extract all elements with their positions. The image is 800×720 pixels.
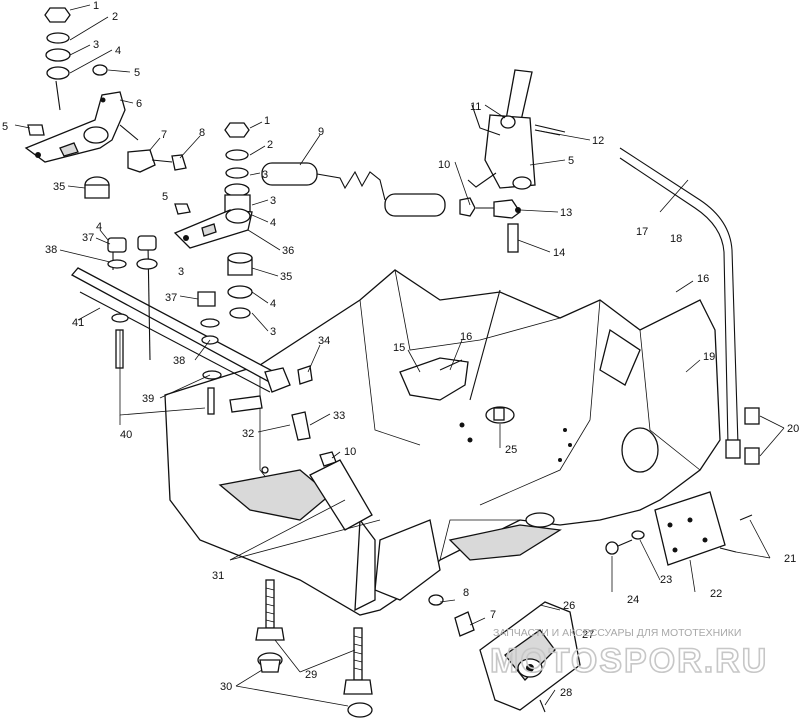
callout-18: 18 xyxy=(670,233,682,245)
callout-26: 26 xyxy=(563,600,575,612)
callout-39: 39 xyxy=(142,393,154,405)
callout-7: 7 xyxy=(490,609,496,621)
callout-8: 8 xyxy=(463,587,469,599)
callout-12: 12 xyxy=(592,135,604,147)
watermark-logo: MOTOSPOR.RU xyxy=(490,642,768,680)
rear-grab-bar xyxy=(619,147,760,465)
watermark-text: ЗАПЧАСТИ И АКСЕССУАРЫ ДЛЯ МОТОТЕХНИКИ xyxy=(493,627,741,639)
callout-9: 9 xyxy=(318,126,324,138)
callout-5: 5 xyxy=(134,67,140,79)
callout-10: 10 xyxy=(438,159,450,171)
callout-38: 38 xyxy=(45,244,57,256)
callout-35: 35 xyxy=(280,271,292,283)
callout-13: 13 xyxy=(560,207,572,219)
callout-5: 5 xyxy=(2,121,8,133)
callout-38: 38 xyxy=(173,355,185,367)
callout-3: 3 xyxy=(262,169,268,181)
callout-34: 34 xyxy=(318,335,330,347)
callout-14: 14 xyxy=(553,247,565,259)
callout-23: 23 xyxy=(660,574,672,586)
callout-4: 4 xyxy=(270,217,276,229)
callout-27: 27 xyxy=(582,629,594,641)
callout-5: 5 xyxy=(568,155,574,167)
callout-36: 36 xyxy=(282,245,294,257)
callout-4: 4 xyxy=(270,298,276,310)
callout-16: 16 xyxy=(460,331,472,343)
callout-3: 3 xyxy=(178,266,184,278)
callout-37: 37 xyxy=(165,292,177,304)
callout-8: 8 xyxy=(199,127,205,139)
callout-3: 3 xyxy=(270,326,276,338)
mounting-bolts xyxy=(255,579,373,718)
callout-4: 4 xyxy=(115,45,121,57)
callout-16: 16 xyxy=(697,273,709,285)
drag-link xyxy=(70,235,373,531)
callout-35: 35 xyxy=(53,181,65,193)
callout-22: 22 xyxy=(710,588,722,600)
callout-40: 40 xyxy=(120,429,132,441)
callout-17: 17 xyxy=(636,226,648,238)
pitman-arm-assembly xyxy=(24,7,187,199)
callout-24: 24 xyxy=(627,594,639,606)
callout-labels: 1 2 3 4 5 6 5 7 8 9 1 2 3 3 4 36 35 4 3 … xyxy=(2,0,799,699)
lower-mount-plate xyxy=(428,594,581,713)
callout-3: 3 xyxy=(93,39,99,51)
tie-rod xyxy=(261,162,521,253)
side-plate xyxy=(605,491,753,566)
callout-1: 1 xyxy=(264,115,270,127)
callout-19: 19 xyxy=(703,351,715,363)
watermark: ЗАПЧАСТИ И АКСЕССУАРЫ ДЛЯ МОТОТЕХНИКИ MO… xyxy=(489,627,768,681)
callout-3: 3 xyxy=(270,195,276,207)
callout-37: 37 xyxy=(82,232,94,244)
callout-1: 1 xyxy=(93,0,99,12)
callout-2: 2 xyxy=(112,11,118,23)
callout-25: 25 xyxy=(505,444,517,456)
callout-29: 29 xyxy=(305,669,317,681)
callout-28: 28 xyxy=(560,687,572,699)
callout-7: 7 xyxy=(161,129,167,141)
steering-column xyxy=(467,69,566,190)
callout-31: 31 xyxy=(212,570,224,582)
callout-11: 11 xyxy=(470,101,481,113)
callout-2: 2 xyxy=(267,139,273,151)
callout-4: 4 xyxy=(96,221,102,233)
callout-32: 32 xyxy=(242,428,254,440)
callout-20: 20 xyxy=(787,423,799,435)
callout-33: 33 xyxy=(333,410,345,422)
main-frame xyxy=(164,269,721,616)
callout-10: 10 xyxy=(344,446,356,458)
callout-5: 5 xyxy=(162,191,168,203)
callout-21: 21 xyxy=(784,553,796,565)
idler-arm-assembly xyxy=(173,122,253,319)
leader-lines xyxy=(14,4,785,707)
callout-30: 30 xyxy=(220,681,232,693)
callout-15: 15 xyxy=(393,342,405,354)
callout-6: 6 xyxy=(136,98,142,110)
callout-41: 41 xyxy=(72,317,84,329)
